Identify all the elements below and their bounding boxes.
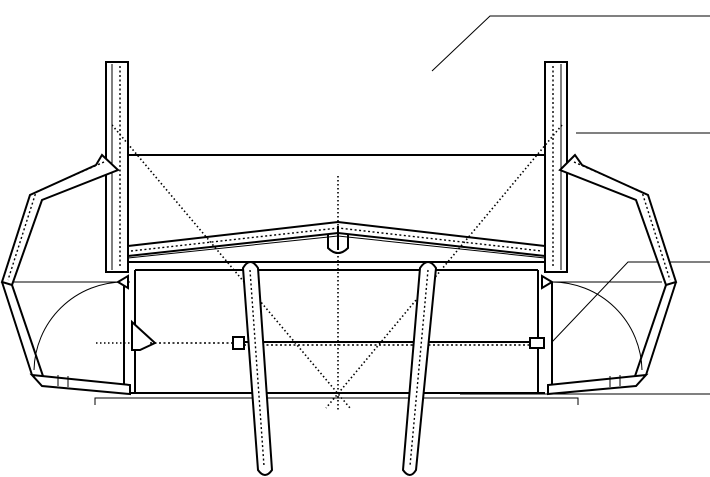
base-line xyxy=(94,397,579,405)
leader-line-hinge xyxy=(551,261,710,343)
leader-line-top xyxy=(431,15,710,72)
leader-lines xyxy=(431,15,710,395)
construction-lines xyxy=(111,124,563,412)
right-support-leg xyxy=(401,261,438,476)
right-flap xyxy=(547,153,678,396)
hinge-markers xyxy=(116,274,554,290)
inner-frame xyxy=(128,261,545,394)
left-support-leg xyxy=(241,261,274,476)
right-wall xyxy=(544,61,568,273)
tie-rod xyxy=(96,319,545,351)
left-flap xyxy=(0,153,131,396)
